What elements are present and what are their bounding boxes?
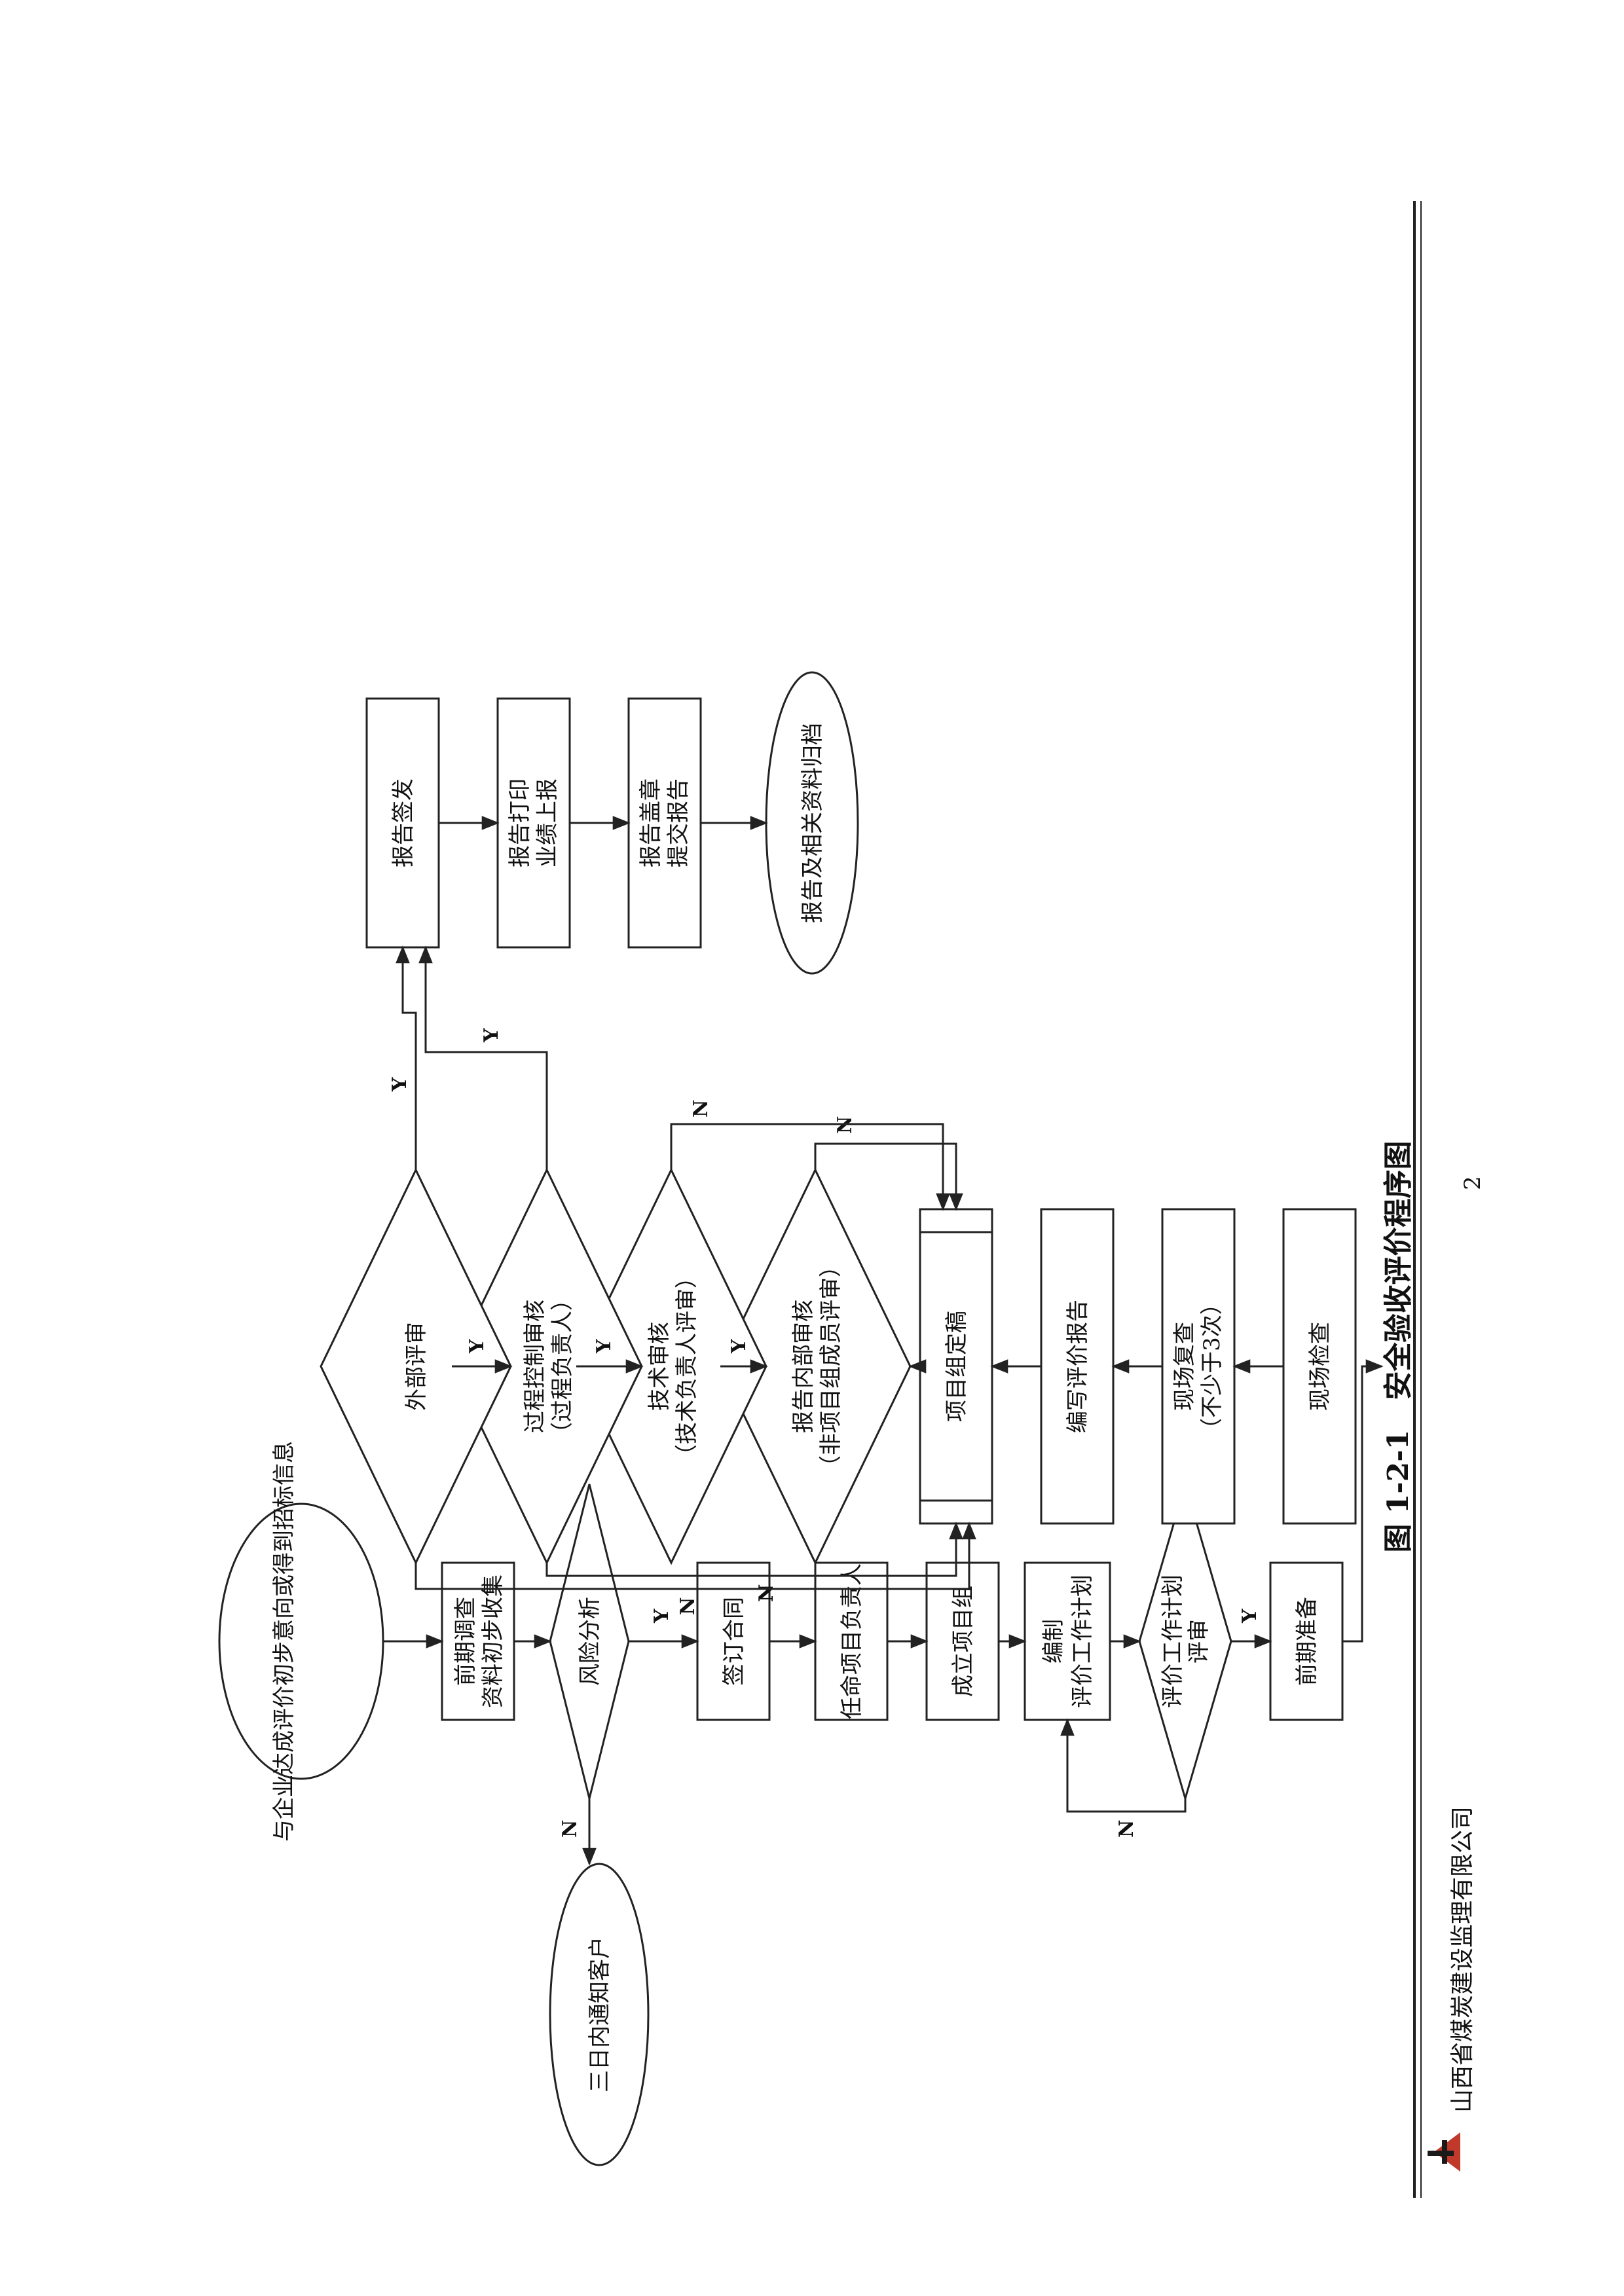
edge-external-sign <box>396 945 417 1170</box>
edge-internal-no <box>814 1142 963 1211</box>
figure-caption-no: 图 1-2-1 <box>1382 1430 1415 1553</box>
print-line2: 业绩上报 <box>534 778 561 867</box>
internal-line1: 报告内部审核 <box>790 1300 817 1433</box>
seal-line1: 报告盖章 <box>638 778 664 867</box>
prep-node: 前期准备 <box>1269 1561 1344 1721</box>
page-number: 2 <box>1460 1176 1486 1190</box>
print-line1: 报告打印 <box>507 778 533 867</box>
start-node-label: 与企业达成评价初步意向或得到招标信息 <box>271 1441 297 1842</box>
recheck-line1: 现场复查 <box>1172 1322 1198 1411</box>
external-label: 外部评审 <box>403 1322 430 1411</box>
plan-line2: 评价工作计划 <box>1069 1575 1096 1708</box>
prep-label: 前期准备 <box>1294 1597 1320 1686</box>
tech-line1: 技术审核 <box>646 1322 673 1411</box>
tech-decision: 技术审核 （技术负责人评审） <box>575 1167 767 1565</box>
external-decision: 外部评审 <box>320 1167 512 1565</box>
edge-label-external-no: N <box>676 1597 699 1615</box>
internal-line2: （非项目组成员评审） <box>818 1255 844 1478</box>
survey-line2: 资料初步收集 <box>480 1575 506 1708</box>
edge-label-tech-no: N <box>690 1100 712 1118</box>
survey-node: 前期调查 资料初步收集 <box>441 1561 515 1721</box>
draft-node: 项目组定稿 <box>919 1208 993 1525</box>
edge-label-process-no: N <box>755 1584 778 1602</box>
company-logo <box>1428 2132 1460 2172</box>
check-label: 现场检查 <box>1307 1322 1333 1411</box>
appoint-label: 任命项目负责人 <box>839 1563 865 1719</box>
figure-caption: 图 1-2-1 安全验收评价程序图 <box>1382 1140 1415 1552</box>
contract-label: 签订合同 <box>721 1597 747 1686</box>
check-box: 现场检查 <box>1282 1208 1357 1525</box>
risk-label: 风险分析 <box>577 1597 603 1686</box>
figure-caption-title: 安全验收评价程序图 <box>1382 1140 1415 1400</box>
plan-review-line2: 评审 <box>1186 1619 1212 1664</box>
recheck-node: 现场复查 （不少于3次） <box>1161 1208 1236 1525</box>
team-label: 成立项目组 <box>950 1586 976 1697</box>
survey-line1: 前期调查 <box>452 1597 479 1686</box>
process-line2: （过程负责人） <box>549 1288 576 1444</box>
edge-label-risk-no: N <box>559 1820 581 1838</box>
sign-node: 报告签发 <box>365 697 440 949</box>
recheck-line2: （不少于3次） <box>1199 1292 1225 1440</box>
edge-external-no <box>415 1522 976 1590</box>
archive-node: 报告及相关资料归档 <box>765 671 859 975</box>
internal-decision: 报告内部审核 （非项目组成员评审） <box>719 1167 912 1565</box>
start-text: 与企业达成评价初步意向或得到招标信息 <box>271 1441 297 1842</box>
edge-label-tech-yes: Y <box>593 1339 616 1354</box>
team-node: 成立项目组 <box>925 1561 1000 1721</box>
notify-node: 三日内通知客户 <box>549 1863 650 2166</box>
plan-review-decision: 评价工作计划 评审 <box>1138 1480 1232 1802</box>
start-node: 与企业达成评价初步意向或得到招标信息 <box>218 1441 384 1842</box>
contract-node: 签订合同 <box>696 1561 771 1721</box>
plan-review-line1: 评价工作计划 <box>1160 1575 1186 1708</box>
draft-label: 项目组定稿 <box>944 1311 970 1422</box>
write-label: 编写评价报告 <box>1065 1300 1091 1433</box>
sign-label: 报告签发 <box>390 778 416 867</box>
edge-prep-check <box>1342 1359 1384 1643</box>
company-name: 山西省煤炭建设监理有限公司 <box>1449 1806 1476 2113</box>
edge-label-review-no: N <box>1115 1820 1138 1838</box>
edge-label-review-yes: Y <box>1238 1609 1261 1624</box>
seal-node: 报告盖章 提交报告 <box>627 697 702 949</box>
seal-line2: 提交报告 <box>665 778 692 867</box>
edge-label-internal-yes: Y <box>728 1339 750 1354</box>
process-decision: 过程控制审核 （过程负责人） <box>451 1167 643 1565</box>
write-node: 编写评价报告 <box>1040 1208 1115 1525</box>
plan-line1: 编制 <box>1041 1619 1067 1664</box>
edge-label-process-yes2: Y <box>480 1028 503 1043</box>
appoint-node: 任命项目负责人 <box>814 1561 889 1721</box>
edge-process-sign <box>418 945 548 1170</box>
process-line1: 过程控制审核 <box>522 1300 548 1433</box>
edge-review-plan-back <box>1060 1718 1187 1813</box>
print-node: 报告打印 业绩上报 <box>496 697 571 949</box>
plan-node: 编制 评价工作计划 <box>1024 1561 1111 1721</box>
edge-tech-no <box>670 1123 950 1211</box>
edge-label-process-yes: Y <box>466 1339 489 1354</box>
tech-line2: （技术负责人评审） <box>674 1266 700 1467</box>
edge-process-no <box>545 1522 963 1577</box>
notify-label: 三日内通知客户 <box>587 1937 613 2092</box>
archive-label: 报告及相关资料归档 <box>800 723 826 923</box>
edge-label-risk-yes: Y <box>650 1609 673 1624</box>
edge-label-external-yes: Y <box>388 1077 411 1092</box>
